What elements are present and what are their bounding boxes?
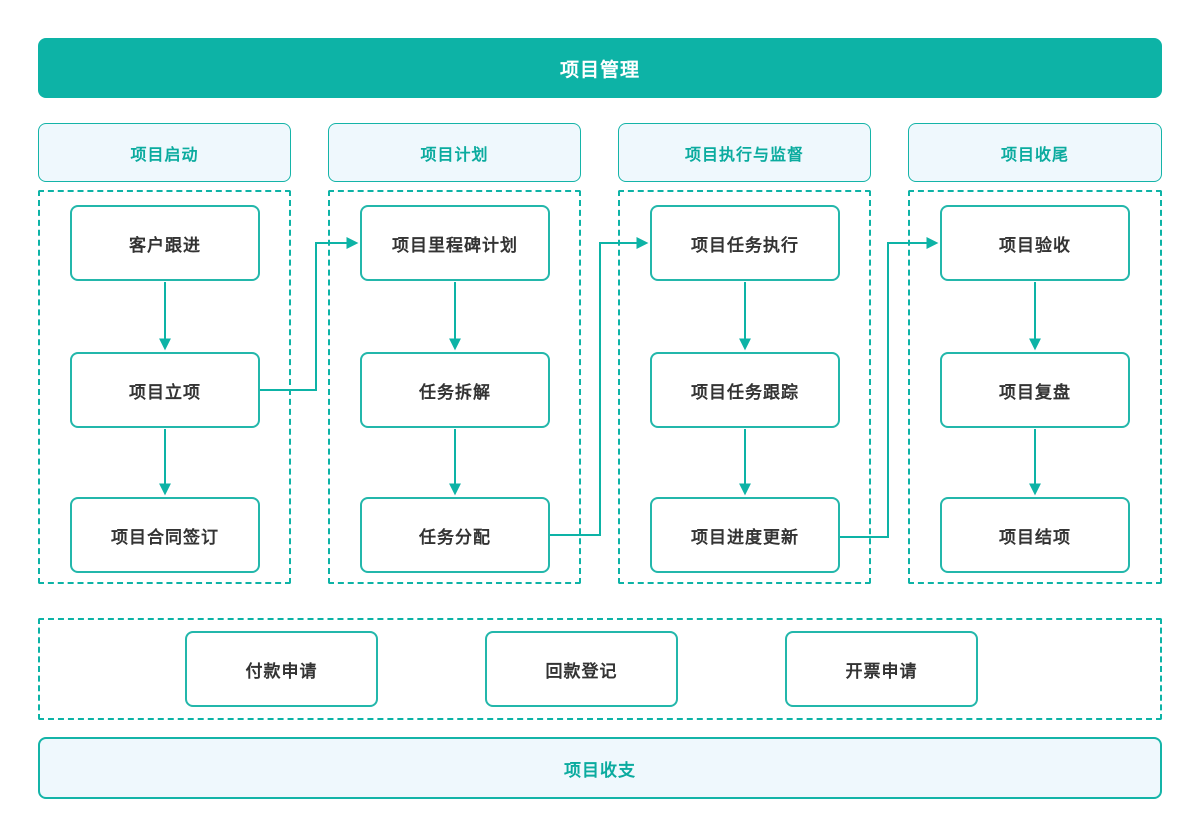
step-contract-signing: 项目合同签订 — [70, 497, 260, 573]
finance-container — [38, 618, 1162, 720]
step-task-tracking: 项目任务跟踪 — [650, 352, 840, 428]
step-project-acceptance: 项目验收 — [940, 205, 1130, 281]
step-task-breakdown: 任务拆解 — [360, 352, 550, 428]
finance-collection-register: 回款登记 — [485, 631, 678, 707]
page-title-banner: 项目管理 — [38, 38, 1162, 98]
finance-invoice-request: 开票申请 — [785, 631, 978, 707]
step-task-execution: 项目任务执行 — [650, 205, 840, 281]
footer-banner: 项目收支 — [38, 737, 1162, 799]
column-header-planning: 项目计划 — [328, 123, 581, 182]
finance-payment-request: 付款申请 — [185, 631, 378, 707]
step-project-review: 项目复盘 — [940, 352, 1130, 428]
step-project-closure: 项目结项 — [940, 497, 1130, 573]
step-customer-follow-up: 客户跟进 — [70, 205, 260, 281]
column-header-execution-monitoring: 项目执行与监督 — [618, 123, 871, 182]
column-header-initiation: 项目启动 — [38, 123, 291, 182]
step-task-assignment: 任务分配 — [360, 497, 550, 573]
step-milestone-plan: 项目里程碑计划 — [360, 205, 550, 281]
step-progress-update: 项目进度更新 — [650, 497, 840, 573]
step-project-approval: 项目立项 — [70, 352, 260, 428]
column-header-closing: 项目收尾 — [908, 123, 1162, 182]
